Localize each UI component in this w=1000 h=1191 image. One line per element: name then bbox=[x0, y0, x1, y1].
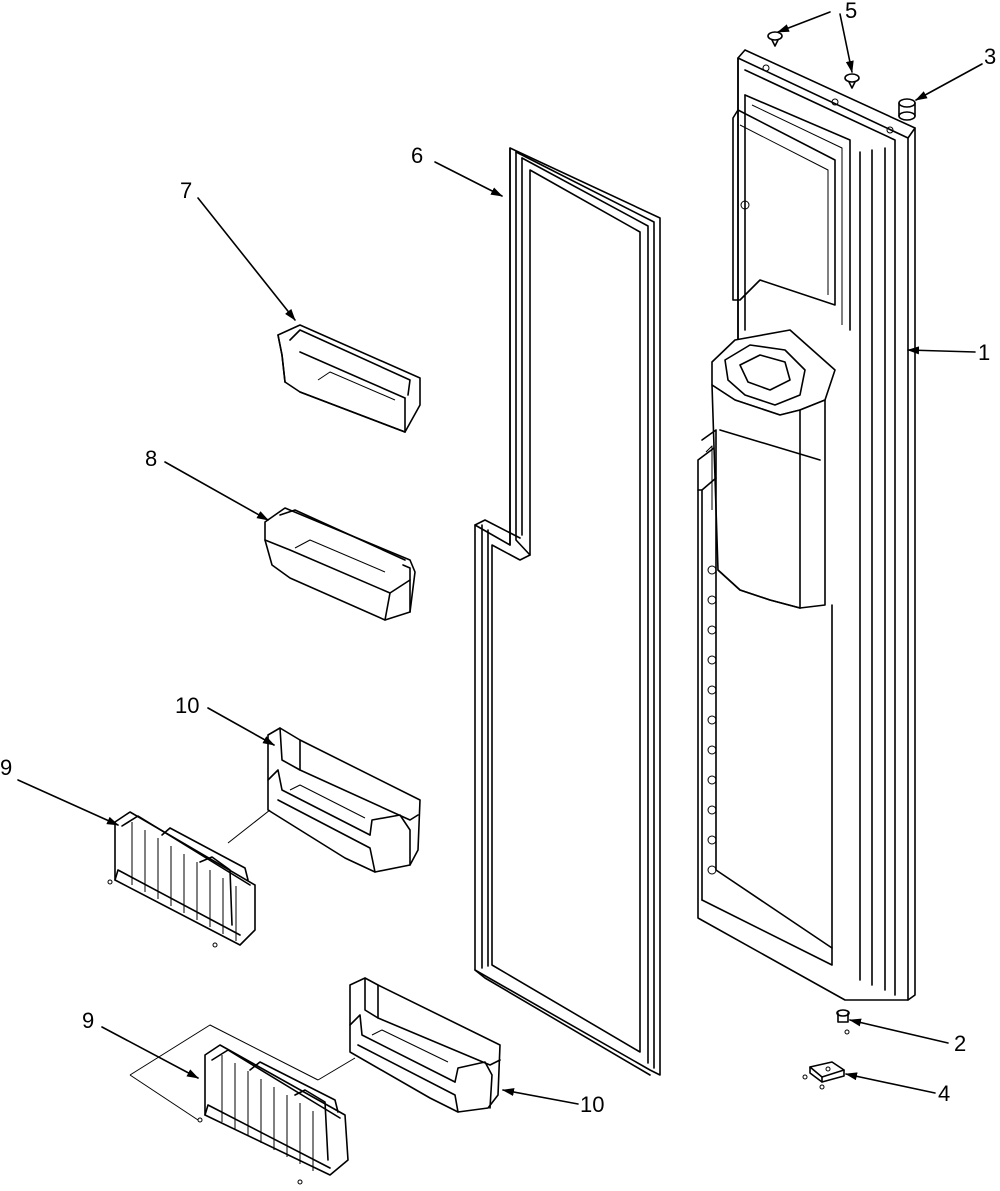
callout-7: 7 bbox=[180, 178, 192, 203]
door-gasket bbox=[474, 147, 661, 1076]
door-bin-upper bbox=[277, 324, 421, 433]
callout-10-lower: 10 bbox=[580, 1092, 604, 1117]
callout-8: 8 bbox=[145, 446, 157, 471]
door-bin-10-upper bbox=[227, 727, 421, 873]
wire-basket-upper bbox=[107, 811, 256, 948]
shelf-holes bbox=[707, 565, 717, 875]
callout-9-upper: 9 bbox=[0, 755, 12, 780]
hinge-bushing bbox=[898, 98, 916, 121]
door-assembly bbox=[697, 49, 916, 1001]
leader-lines bbox=[17, 11, 983, 1105]
callout-10-upper: 10 bbox=[175, 693, 199, 718]
top-plugs bbox=[767, 31, 860, 89]
callout-3: 3 bbox=[984, 44, 996, 69]
callout-labels: 5 3 1 2 4 6 7 8 10 9 9 10 bbox=[0, 0, 996, 1117]
door-bin-10-lower bbox=[129, 977, 501, 1121]
hinge-pin bbox=[836, 1009, 850, 1035]
wire-basket-lower bbox=[197, 1044, 349, 1185]
door-bin-middle bbox=[264, 507, 416, 621]
hinge-bracket bbox=[802, 1061, 845, 1090]
callout-4: 4 bbox=[938, 1081, 950, 1106]
callout-5: 5 bbox=[845, 0, 857, 23]
callout-1: 1 bbox=[978, 340, 990, 365]
callout-6: 6 bbox=[411, 143, 423, 168]
callout-9-lower: 9 bbox=[82, 1008, 94, 1033]
callout-2: 2 bbox=[954, 1031, 966, 1056]
